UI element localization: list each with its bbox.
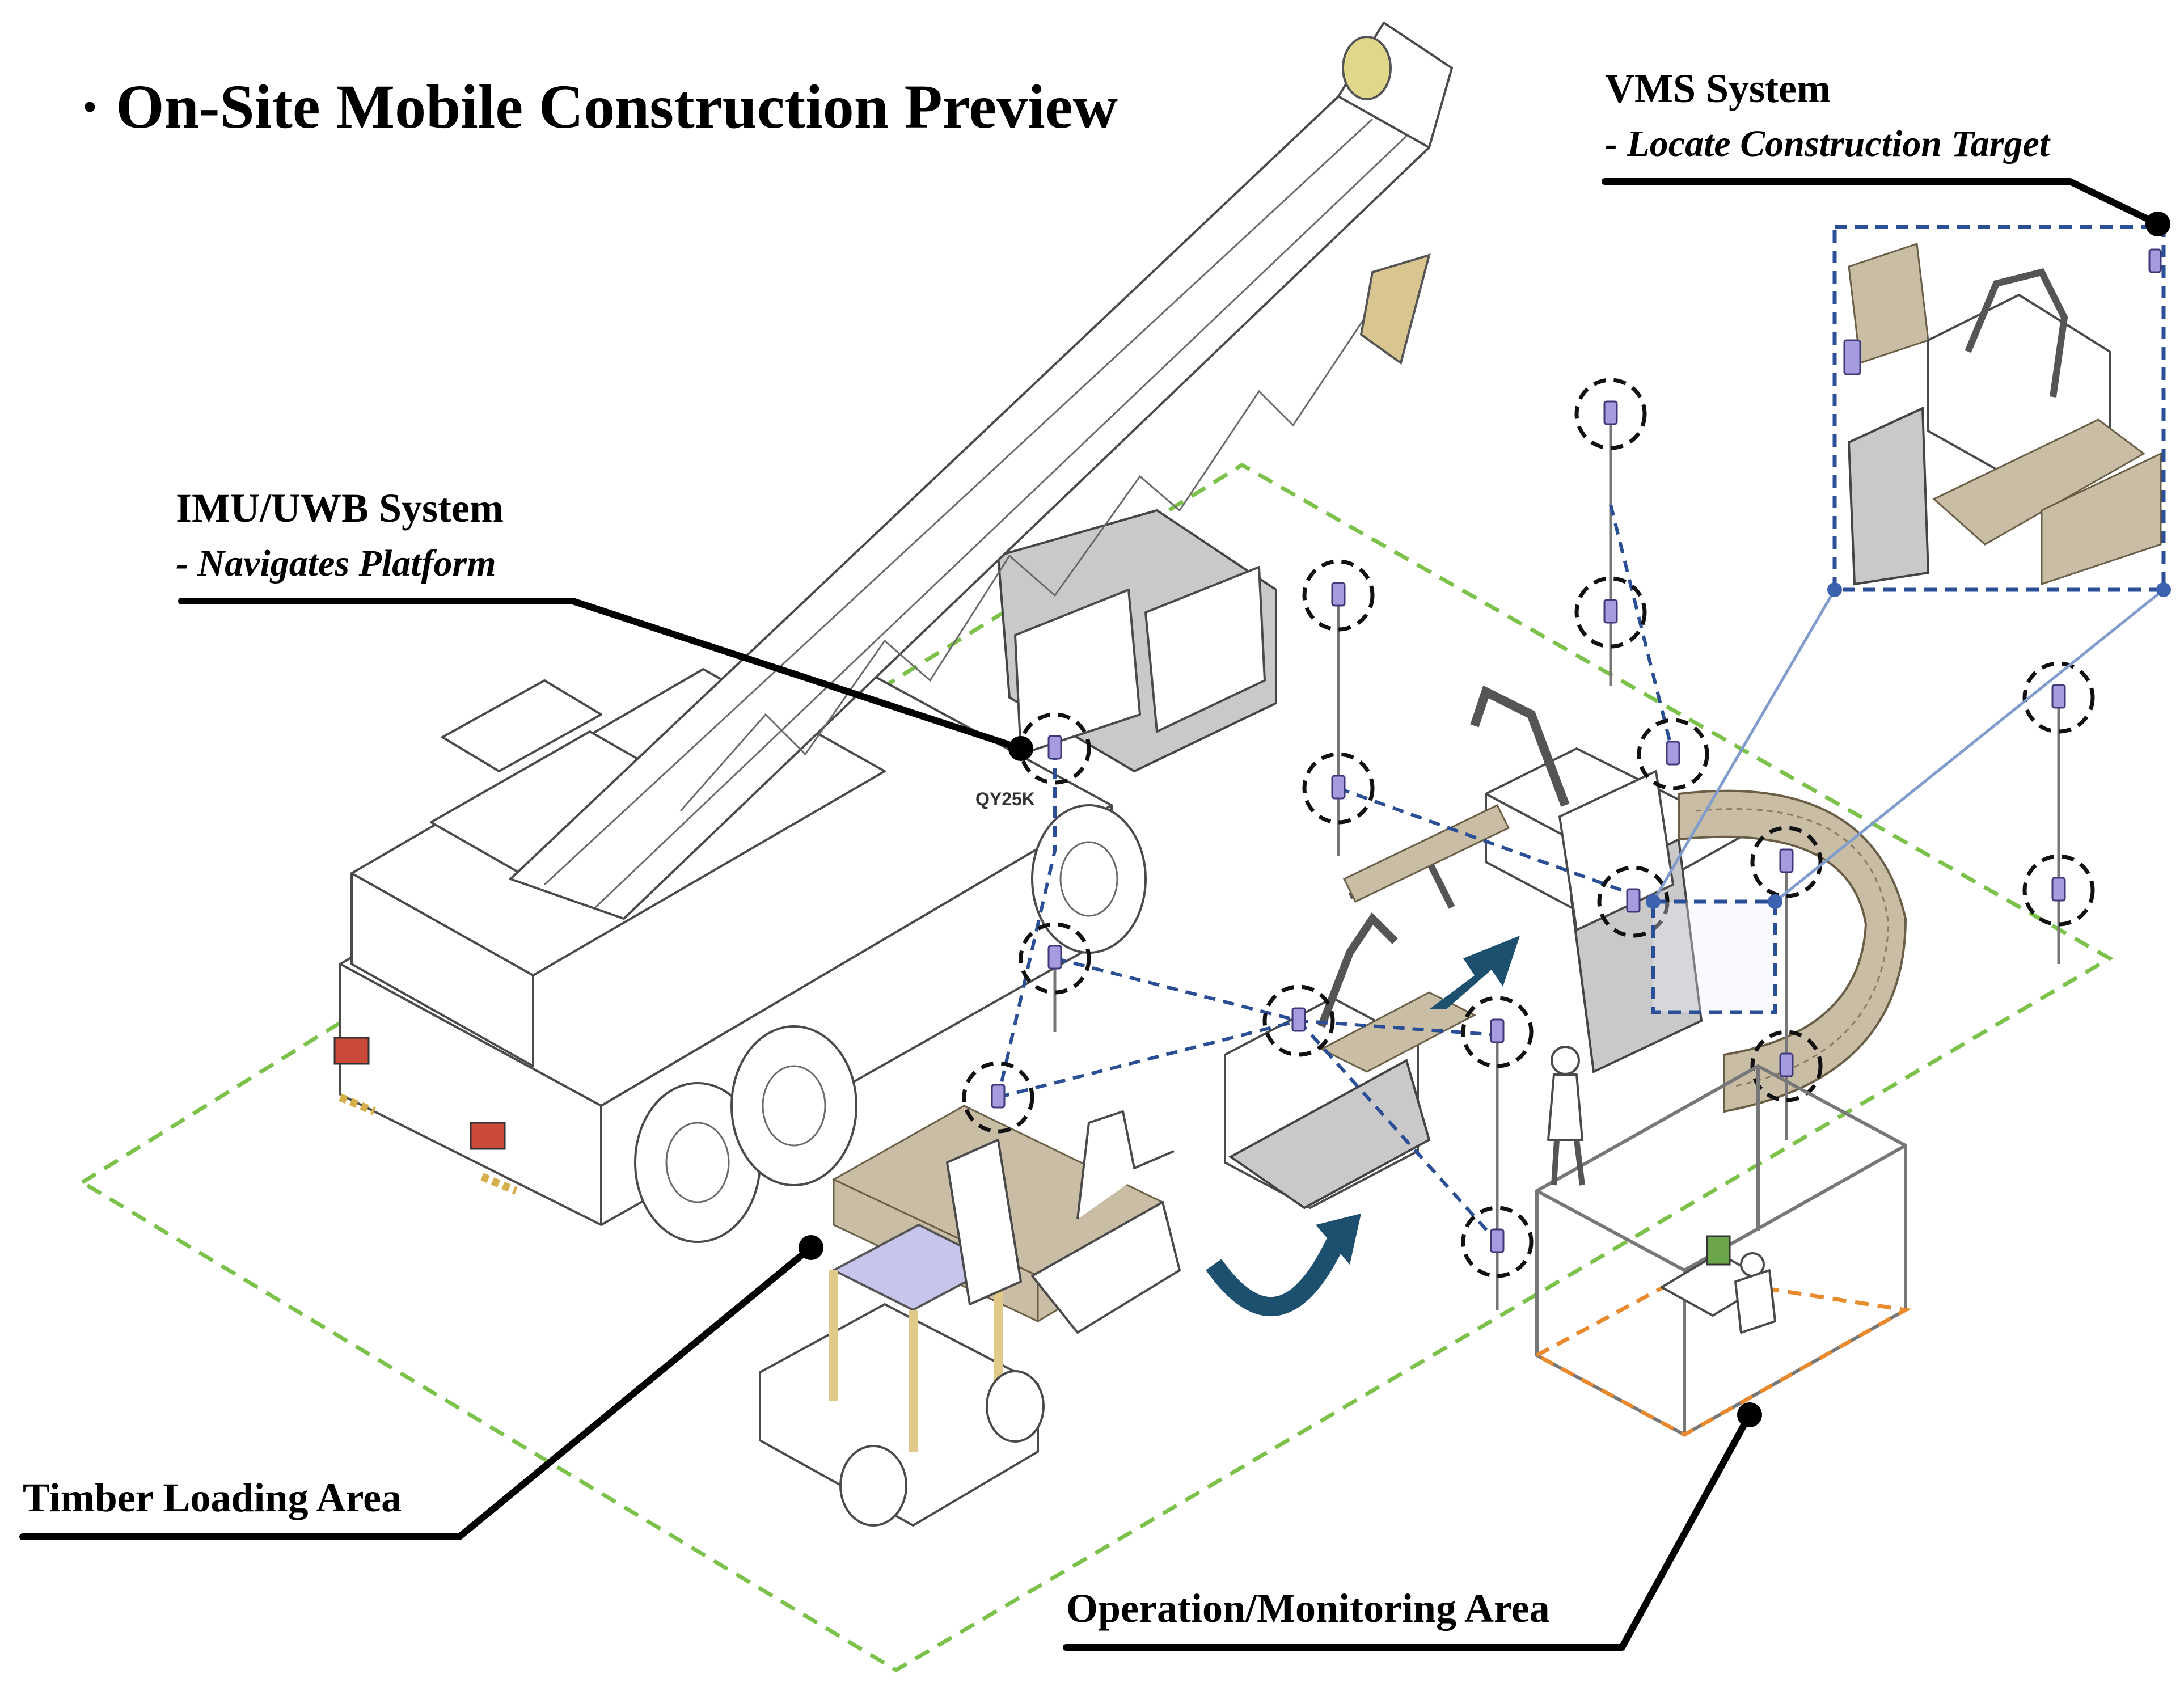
page-title: · On-Site Mobile Construction Preview xyxy=(79,72,1118,141)
uwb-anchor-nodes xyxy=(962,378,2095,1278)
curved-timber-wall xyxy=(1678,789,1907,1113)
uwb-anchor xyxy=(2022,854,2095,927)
vms-detail: - Locate Construction Target xyxy=(1605,123,2051,164)
forward-motion-arrow xyxy=(1429,936,1520,1009)
uwb-anchor xyxy=(2022,661,2095,734)
label-vms: VMS System - Locate Construction Target xyxy=(1602,66,2170,236)
label-imu-uwb: IMU/UWB System - Navigates Platform xyxy=(176,485,1033,761)
imu-uwb-label: IMU/UWB System xyxy=(176,485,504,531)
forklift xyxy=(759,1139,1045,1527)
label-operation-area: Operation/Monitoring Area xyxy=(1063,1402,1762,1651)
operation-area-label: Operation/Monitoring Area xyxy=(1066,1586,1550,1631)
vms-label: VMS System xyxy=(1605,66,1831,111)
crane-model-marking: QY25K xyxy=(975,789,1035,809)
mobile-robot-center xyxy=(1224,912,1477,1210)
rotation-arrow xyxy=(1206,1232,1347,1317)
uwb-anchor xyxy=(962,1061,1034,1134)
site-boundary xyxy=(78,462,2114,1673)
uwb-anchor xyxy=(1019,922,1091,995)
monitoring-zone xyxy=(1532,1274,1912,1437)
crane-boom xyxy=(509,22,1453,920)
crane-wheels xyxy=(634,804,1147,1243)
uwb-anchor xyxy=(1574,576,1647,649)
crane-pulley xyxy=(1342,36,1392,100)
uwb-anchor xyxy=(1302,559,1375,632)
vms-camera-view xyxy=(1646,225,2171,1014)
uwb-anchor xyxy=(1461,1206,1534,1278)
uwb-anchor xyxy=(1637,718,1709,790)
uwb-anchor xyxy=(1597,865,1670,938)
uwb-anchor xyxy=(1262,984,1335,1057)
uwb-anchor xyxy=(1750,826,1823,898)
crane-taillight xyxy=(333,1037,370,1065)
imu-uwb-detail: - Navigates Platform xyxy=(176,543,496,584)
uwb-anchor xyxy=(1750,1030,1823,1102)
timber-loading-equipment xyxy=(759,1105,1181,1527)
uwb-anchor xyxy=(1461,996,1534,1068)
timber-area-label: Timber Loading Area xyxy=(23,1475,402,1520)
uwb-anchor xyxy=(1574,378,1647,450)
robotic-crawler-right xyxy=(1342,685,1907,1113)
monitoring-station xyxy=(1532,1046,1912,1437)
crane-hook-block xyxy=(1359,253,1431,365)
mobile-crane: QY25K xyxy=(333,22,1453,1243)
label-timber-area: Timber Loading Area xyxy=(19,1235,823,1540)
uwb-anchor-poles xyxy=(1053,414,2060,1310)
vms-target-region xyxy=(1651,899,1777,1014)
uwb-anchor xyxy=(1302,752,1375,825)
